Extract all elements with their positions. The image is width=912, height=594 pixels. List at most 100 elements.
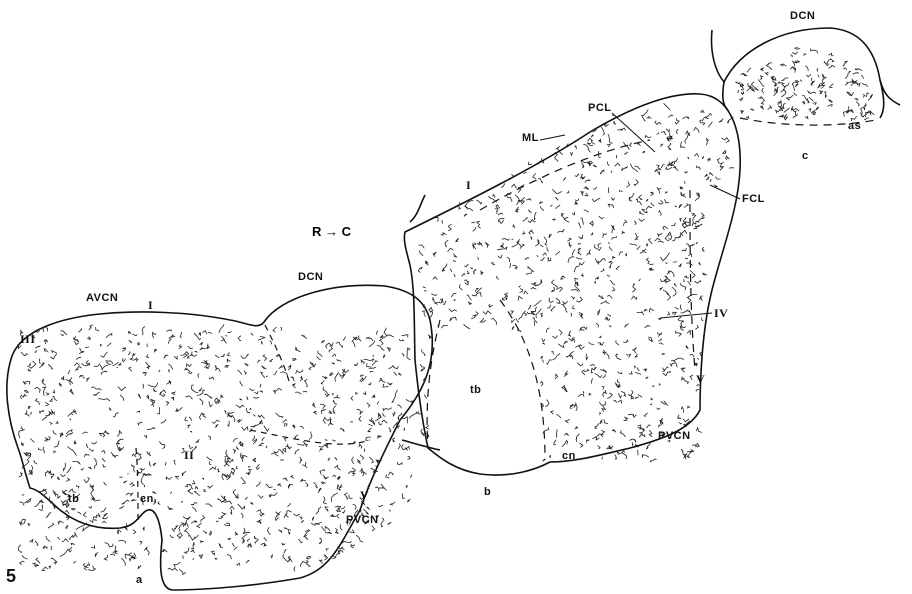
dendrite-mark [576, 434, 579, 439]
dendrite-mark [367, 363, 372, 367]
dendrite-mark [634, 166, 640, 169]
dendrite-mark [361, 360, 364, 364]
dendrite-mark [619, 252, 623, 255]
dendrite-mark [626, 354, 630, 357]
dendrite-mark [91, 387, 101, 390]
dendrite-mark [442, 220, 443, 223]
dendrite-mark [93, 392, 100, 395]
dendrite-mark [184, 369, 191, 373]
dendrite-mark [251, 425, 256, 427]
dendrite-mark [766, 64, 771, 69]
dendrite-mark [596, 323, 598, 327]
dendrite-mark [559, 330, 562, 336]
dendrite-mark [649, 239, 653, 244]
dendrite-mark [811, 49, 818, 54]
dendrite-mark [273, 371, 277, 375]
dendrite-mark [538, 179, 541, 181]
dendrite-mark [694, 127, 700, 132]
dendrite-mark [512, 241, 520, 247]
dendrite-mark [102, 365, 108, 369]
label-b-cn: cn [562, 450, 576, 462]
dendrite-mark [694, 154, 699, 157]
dendrite-mark [160, 394, 165, 397]
dendrite-mark [537, 255, 539, 257]
dendrite-mark [208, 436, 211, 440]
dendrite-mark [636, 143, 640, 146]
dendrite-mark [488, 196, 496, 202]
dendrite-mark [679, 422, 682, 424]
dendrite-mark [681, 407, 684, 413]
dendrite-mark [637, 425, 641, 428]
dendrite-mark [433, 277, 437, 280]
dendrite-mark [701, 110, 704, 113]
dendrite-mark [569, 242, 572, 248]
dendrite-mark [257, 464, 260, 469]
dendrite-mark [375, 487, 379, 491]
dendrite-mark [90, 484, 94, 487]
dendrite-mark [252, 436, 255, 441]
dendrite-mark [449, 309, 457, 312]
dendrite-mark [36, 564, 39, 566]
dendrite-mark [169, 364, 173, 370]
dendrite-mark [684, 276, 689, 278]
dendrite-mark [550, 455, 551, 458]
label-a-v: V [360, 488, 369, 503]
dendrite-mark [259, 443, 264, 446]
dendrite-mark [306, 556, 311, 559]
dendrite-mark [701, 213, 704, 217]
dendrite-mark [325, 376, 328, 377]
dendrite-mark [210, 461, 212, 464]
dendrite-mark [221, 354, 225, 357]
dendrite-mark [696, 243, 698, 244]
dendrite-mark [607, 354, 609, 359]
dendrite-mark [224, 496, 225, 499]
dendrite-mark [276, 413, 284, 418]
dendrite-mark [294, 567, 295, 572]
dendrite-mark [608, 188, 609, 194]
dendrite-mark [630, 439, 637, 443]
dendrite-mark [23, 519, 26, 524]
dendrite-mark [421, 433, 424, 436]
dendrite-mark [603, 390, 607, 397]
dendrite-mark [522, 231, 525, 234]
dendrite-mark [610, 262, 613, 268]
dendrite-mark [547, 360, 552, 365]
dendrite-mark [261, 372, 265, 377]
dendrite-mark [221, 512, 226, 517]
dendrite-mark [49, 471, 51, 474]
dendrite-mark [578, 394, 584, 397]
dendrite-mark [866, 112, 869, 115]
dendrite-mark [681, 321, 684, 327]
dendrite-mark [321, 482, 325, 484]
dendrite-mark [645, 135, 652, 137]
dendrite-mark [149, 461, 151, 466]
dendrite-mark [70, 381, 73, 385]
dendrite-mark [587, 143, 593, 146]
dendrite-mark [512, 326, 514, 329]
dendrite-mark [598, 445, 601, 449]
dendrite-mark [119, 540, 126, 543]
dendrite-mark [599, 402, 605, 406]
panel-b-pcl-leader [612, 113, 655, 152]
dendrite-mark [862, 83, 868, 87]
dendrite-mark [120, 395, 124, 401]
dendrite-mark [154, 383, 157, 388]
dendrite-mark [471, 315, 475, 319]
dendrite-mark [260, 391, 263, 393]
dendrite-mark [650, 192, 653, 196]
dendrite-mark [556, 298, 560, 304]
dendrite-mark [110, 408, 112, 411]
dendrite-mark [379, 335, 383, 341]
dendrite-mark [285, 424, 288, 427]
dendrite-mark [540, 245, 543, 247]
dendrite-mark [368, 382, 371, 385]
dendrite-mark [191, 542, 194, 548]
dendrite-mark [352, 337, 355, 342]
dendrite-mark [208, 332, 212, 333]
dendrite-mark [95, 519, 97, 520]
dendrite-mark [209, 531, 211, 535]
dendrite-mark [440, 300, 444, 303]
dendrite-mark [288, 530, 290, 534]
dendrite-mark [476, 200, 482, 204]
dendrite-mark [313, 482, 317, 488]
